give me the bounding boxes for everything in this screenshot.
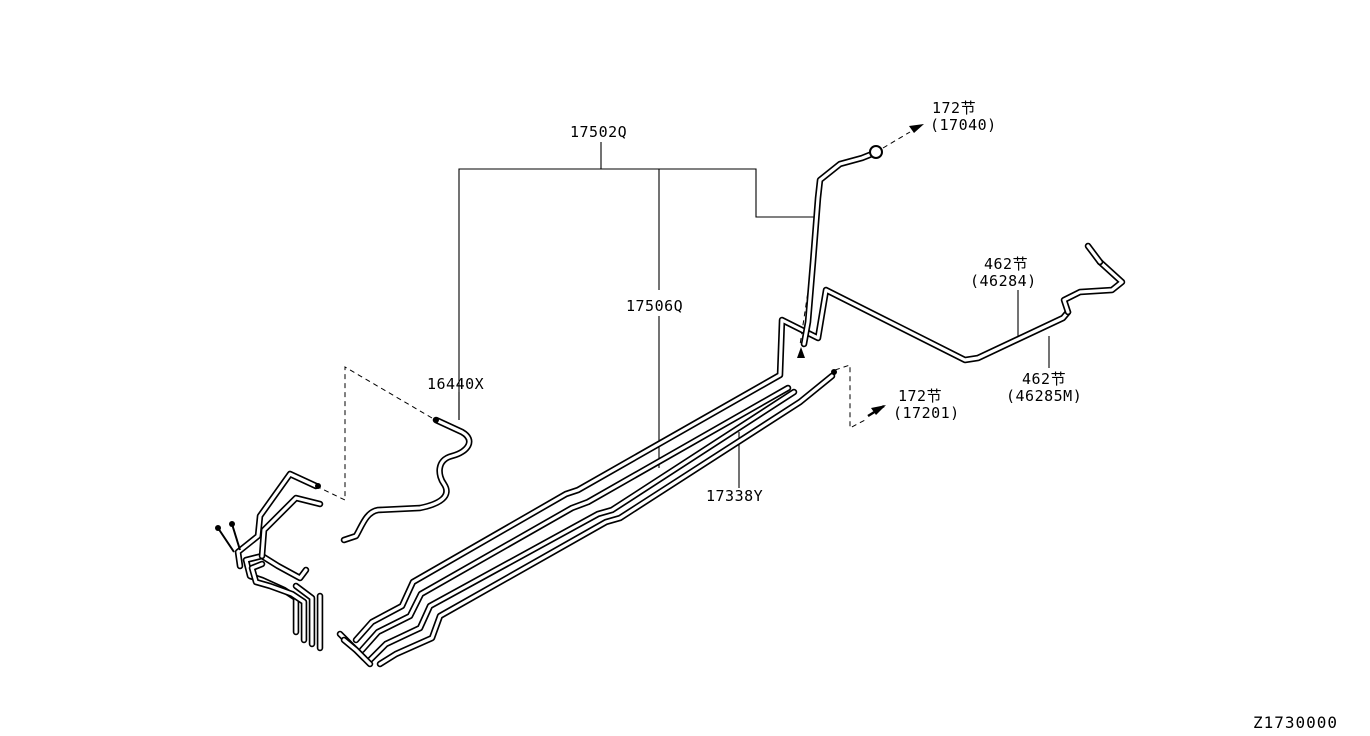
hose-16440x xyxy=(340,416,473,544)
main-pipe-bundle xyxy=(352,145,1126,668)
top-fitting xyxy=(869,145,883,159)
section-code-46285m: (46285M) xyxy=(1006,387,1082,405)
left-pipe-cluster xyxy=(215,470,374,668)
arrow-icon-top xyxy=(909,124,924,133)
arrow-icon-up xyxy=(797,347,805,358)
part-label-17502q: 17502Q xyxy=(570,123,627,141)
diagram-reference-number: Z1730000 xyxy=(1253,713,1338,732)
leader-lines xyxy=(458,142,1050,488)
section-code-46284: (46284) xyxy=(970,272,1037,290)
part-label-16440x: 16440X xyxy=(427,375,484,393)
part-label-17338y: 17338Y xyxy=(706,487,763,505)
part-label-17506q: 17506Q xyxy=(626,297,683,315)
mid-fitting xyxy=(831,369,837,375)
section-number-172-top: 172节 xyxy=(932,99,976,117)
section-number-172-mid: 172节 xyxy=(898,387,942,405)
section-number-462-lower: 462节 xyxy=(1022,370,1066,388)
section-code-17040: (17040) xyxy=(930,116,997,134)
arrow-icons xyxy=(797,124,924,418)
section-number-462-upper: 462节 xyxy=(984,255,1028,273)
section-code-17201: (17201) xyxy=(893,404,960,422)
